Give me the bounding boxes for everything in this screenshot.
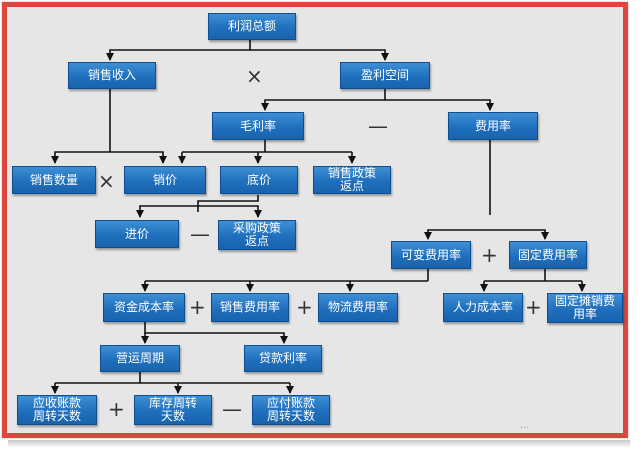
node-sales-qty: 销售数量 <box>12 166 96 194</box>
node-variable-expense-rate: 可变费用率 <box>391 241 471 269</box>
node-labor-cost-rate: 人力成本率 <box>443 293 523 322</box>
node-operating-cycle: 营运周期 <box>100 345 180 372</box>
node-selling-expense-rate: 销售费用率 <box>211 293 289 322</box>
watermark: … <box>520 421 529 431</box>
operator-plus-labor-amort: + <box>525 295 542 319</box>
node-sale-price: 销价 <box>124 166 206 194</box>
node-gross-margin: 毛利率 <box>212 112 304 140</box>
operator-minus-margin-expense: — <box>368 114 388 138</box>
node-profit-space-box: 盈利空间 <box>340 62 430 89</box>
node-loan-rate: 贷款利率 <box>244 345 322 372</box>
operator-minus-purchase: — <box>190 222 210 246</box>
node-sales-revenue: 销售收入 <box>68 62 156 89</box>
node-inventory-turnover-days: 库存周转 天数 <box>134 395 212 425</box>
node-logistics-expense-rate: 物流费用率 <box>318 293 398 322</box>
operator-multiply-qty-price: × <box>98 169 115 193</box>
node-base-price: 底价 <box>220 166 298 194</box>
operator-plus-ar-inv: + <box>108 397 125 421</box>
operator-plus-var-fixed: + <box>481 243 498 267</box>
node-total-profit: 利润总额 <box>208 13 296 40</box>
operator-minus-inv-ap: — <box>222 397 242 421</box>
node-expense-rate: 费用率 <box>448 112 538 140</box>
node-fixed-amortized-selling-rate: 固定摊销费 用率 <box>547 293 623 323</box>
operator-multiply-revenue-space: × <box>246 64 263 88</box>
operator-plus-selling-logistics: + <box>296 295 313 319</box>
node-purchase-policy-rebate: 采购政策 返点 <box>218 220 296 250</box>
frame-shadow <box>8 440 630 448</box>
node-purchase-price: 进价 <box>95 220 179 248</box>
node-ar-turnover-days: 应收账款 周转天数 <box>17 395 97 425</box>
node-fixed-expense-rate: 固定费用率 <box>509 241 587 269</box>
node-ap-turnover-days: 应付账款 周转天数 <box>252 395 330 425</box>
operator-plus-capital-selling: + <box>189 295 206 319</box>
node-capital-cost-rate: 资金成本率 <box>103 293 185 322</box>
node-sales-policy-rebate: 销售政策 返点 <box>313 166 391 194</box>
